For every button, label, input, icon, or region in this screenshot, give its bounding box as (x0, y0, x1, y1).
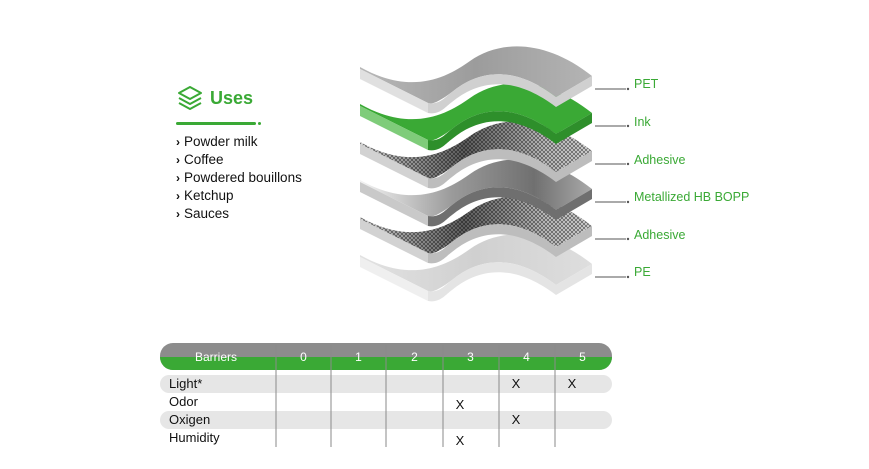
uses-item: ›Powdered bouillons (176, 170, 302, 185)
layer-side (428, 224, 592, 264)
layer-side (428, 187, 592, 227)
laminate-layers-diagram (360, 46, 630, 302)
uses-list: ›Powder milk ›Coffee ›Powdered bouillons… (176, 133, 302, 223)
barrier-mark: X (511, 412, 521, 427)
layer-shade (360, 196, 592, 254)
chevron-right-icon: › (176, 189, 180, 203)
uses-item: ›Powder milk (176, 134, 258, 149)
table-header-level-3: 3 (467, 350, 474, 364)
layer-edge (360, 69, 428, 113)
layer-shade (360, 121, 592, 179)
layer-surface (360, 234, 592, 292)
layer-surface (360, 46, 592, 104)
uses-item: ›Coffee (176, 152, 224, 167)
barrier-mark: X (455, 397, 465, 412)
layer-edge (360, 182, 428, 226)
table-header-level-2: 2 (411, 350, 418, 364)
table-grid-lines (275, 345, 556, 447)
table-header-level-1: 1 (355, 350, 362, 364)
layer-label-metallized: Metallized HB BOPP (634, 190, 750, 204)
layer-leader-dot (626, 162, 630, 166)
uses-underline (176, 122, 256, 125)
chevron-right-icon: › (176, 207, 180, 221)
layer-label-adhesive-2: Adhesive (634, 228, 686, 242)
layer-leader-dot (626, 200, 630, 204)
layer-leader-dot (626, 275, 630, 279)
layer-label-ink: Ink (634, 115, 651, 129)
barrier-mark: X (511, 376, 521, 391)
layer-side (428, 74, 592, 114)
table-header-level-4: 4 (523, 350, 530, 364)
layer-edge (360, 219, 428, 263)
row-label-humidity: Humidity (169, 430, 220, 445)
chevron-right-icon: › (176, 135, 180, 149)
uses-item: ›Sauces (176, 206, 230, 221)
uses-header: Uses (176, 85, 336, 111)
layer-side (428, 111, 592, 151)
layer-label-pet: PET (634, 77, 659, 91)
layer-surface (360, 159, 592, 217)
layer-leader-dot (626, 237, 630, 241)
barrier-mark: X (567, 376, 577, 391)
layer-label-adhesive: Adhesive (634, 153, 686, 167)
table-header-barriers: Barriers (194, 350, 237, 364)
uses-item: ›Ketchup (176, 188, 234, 203)
layer-edge (360, 106, 428, 150)
layer-leader-dot (626, 87, 630, 91)
layer-side (428, 262, 592, 302)
row-label-oxigen: Oxigen (169, 412, 211, 427)
layer-label-pe: PE (634, 265, 651, 279)
uses-panel: Uses ›Powder milk ›Coffee ›Powdered boui… (176, 85, 336, 221)
chevron-right-icon: › (176, 171, 180, 185)
layer-surface (360, 83, 592, 141)
barrier-mark: X (455, 433, 465, 448)
uses-title: Uses (210, 87, 254, 108)
layer-side (428, 149, 592, 189)
layer-edge (360, 144, 428, 188)
layer-leader-dot (626, 124, 630, 128)
layers-icon (178, 86, 202, 110)
row-label-light: Light* (169, 376, 203, 391)
table-header-level-5: 5 (579, 350, 586, 364)
row-label-odor: Odor (169, 394, 198, 409)
chevron-right-icon: › (176, 153, 180, 167)
layer-edge (360, 257, 428, 301)
uses-underline-dot (258, 122, 261, 125)
table-header-level-0: 0 (300, 350, 307, 364)
